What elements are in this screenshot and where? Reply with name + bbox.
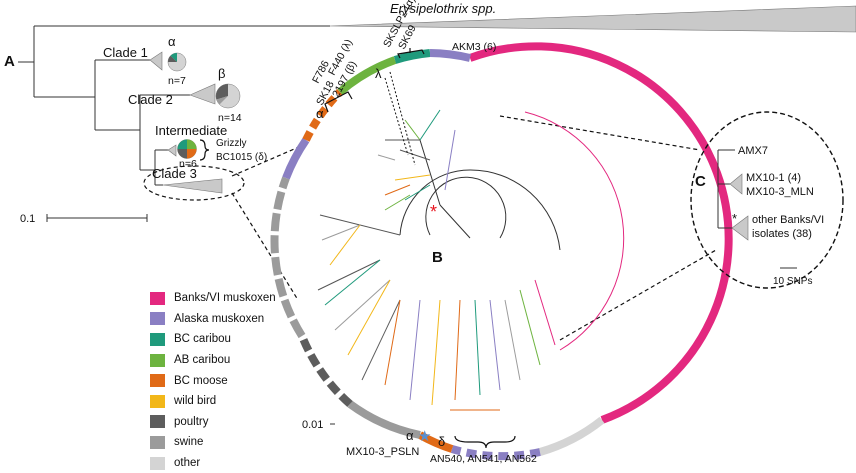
zoom-connectors (231, 115, 717, 341)
legend-swatch (150, 456, 165, 470)
legend-item: BC moose (150, 370, 300, 391)
other-banks-triangle (731, 215, 749, 241)
scale-bar-a (46, 214, 148, 222)
scale-b-label: 0.01 (302, 419, 323, 431)
clade3-label: Clade 3 (152, 166, 197, 181)
outgroup-triangle (329, 5, 856, 33)
legend-swatch (150, 415, 165, 429)
legend-item: Alaska muskoxen (150, 309, 300, 330)
panel-b-circle (270, 42, 733, 461)
intermediate-brace (199, 139, 210, 161)
legend-item: AB caribou (150, 350, 300, 371)
label-other-2: isolates (38) (752, 228, 812, 240)
legend-label: AB caribou (174, 354, 231, 367)
legend-label: other (174, 457, 201, 470)
legend-swatch (150, 353, 165, 367)
clade3-highlight (143, 165, 245, 201)
panel-a-label: A (4, 53, 15, 70)
top-brackets (324, 48, 425, 166)
panel-c-label: C (695, 173, 706, 190)
panel-c-tree (717, 149, 735, 229)
label-lambda: λ (375, 66, 382, 81)
label-delta: δ (438, 434, 445, 449)
clade2-pie (215, 83, 241, 109)
legend-item: BC caribou (150, 329, 300, 350)
clade2-label: Clade 2 (128, 92, 173, 107)
legend-label: Banks/VI muskoxen (174, 292, 276, 305)
label-other-1: other Banks/VI (752, 214, 824, 226)
scale-a-label: 0.1 (20, 213, 35, 225)
scale-c-label: 10 SNPs (773, 276, 812, 287)
legend-item: Banks/VI muskoxen (150, 288, 300, 309)
legend-swatch (150, 374, 165, 388)
legend-label: BC caribou (174, 333, 231, 346)
outgroup-label: Erysipelothrix spp. (390, 1, 496, 16)
panel-a-tree (18, 25, 330, 186)
legend-item: poultry (150, 412, 300, 433)
legend-label: swine (174, 436, 204, 449)
clade2-greek: β (218, 66, 225, 81)
intermediate-note-1: Grizzly (216, 138, 247, 149)
legend-swatch (150, 394, 165, 408)
legend-label: wild bird (174, 395, 217, 408)
root-asterisk: * (430, 202, 437, 222)
legend-label: BC moose (174, 374, 228, 387)
legend: Banks/VI muskoxen Alaska muskoxen BC car… (150, 288, 300, 473)
panel-c-ellipse (690, 111, 844, 289)
panel-c-asterisk: * (732, 211, 737, 226)
legend-swatch (150, 312, 165, 326)
blue-star-icon: ★ (418, 427, 431, 445)
panel-b-tree (317, 109, 625, 411)
mx10-triangle (729, 173, 743, 195)
clade1-greek: α (168, 34, 176, 49)
label-alpha-bottom: α (406, 428, 414, 443)
clade2-n: n=14 (218, 112, 242, 124)
legend-item: wild bird (150, 391, 300, 412)
clade1-n: n=7 (168, 75, 186, 87)
clade1-label: Clade 1 (103, 45, 148, 60)
legend-label: poultry (174, 415, 209, 428)
intermediate-triangle (167, 144, 177, 157)
label-akm3: AKM3 (6) (452, 41, 496, 53)
legend-label: Alaska muskoxen (174, 312, 265, 325)
intermediate-label: Intermediate (155, 123, 227, 138)
label-alpha-top: α (316, 106, 324, 121)
bottom-brace (454, 435, 516, 449)
clade2-triangle (189, 83, 216, 105)
legend-swatch (150, 435, 165, 449)
label-mx10-psln: MX10-3_PSLN (346, 446, 419, 458)
clade1-pie (167, 52, 187, 72)
clade1-triangle (149, 51, 163, 71)
legend-item: other (150, 453, 300, 473)
label-amx7: AMX7 (738, 145, 768, 157)
intermediate-n: n=6 (179, 158, 197, 170)
legend-item: swine (150, 432, 300, 453)
intermediate-note-2: BC1015 (δ) (216, 152, 267, 163)
intermediate-pie (177, 139, 197, 159)
panel-b-label: B (432, 249, 443, 266)
label-mx10-mln: MX10-3_MLN (746, 186, 814, 198)
legend-swatch (150, 332, 165, 346)
legend-swatch (150, 291, 165, 305)
clade3-triangle (162, 178, 223, 194)
label-an: AN540, AN541, AN562 (430, 453, 537, 465)
label-mx10-1: MX10-1 (4) (746, 172, 801, 184)
